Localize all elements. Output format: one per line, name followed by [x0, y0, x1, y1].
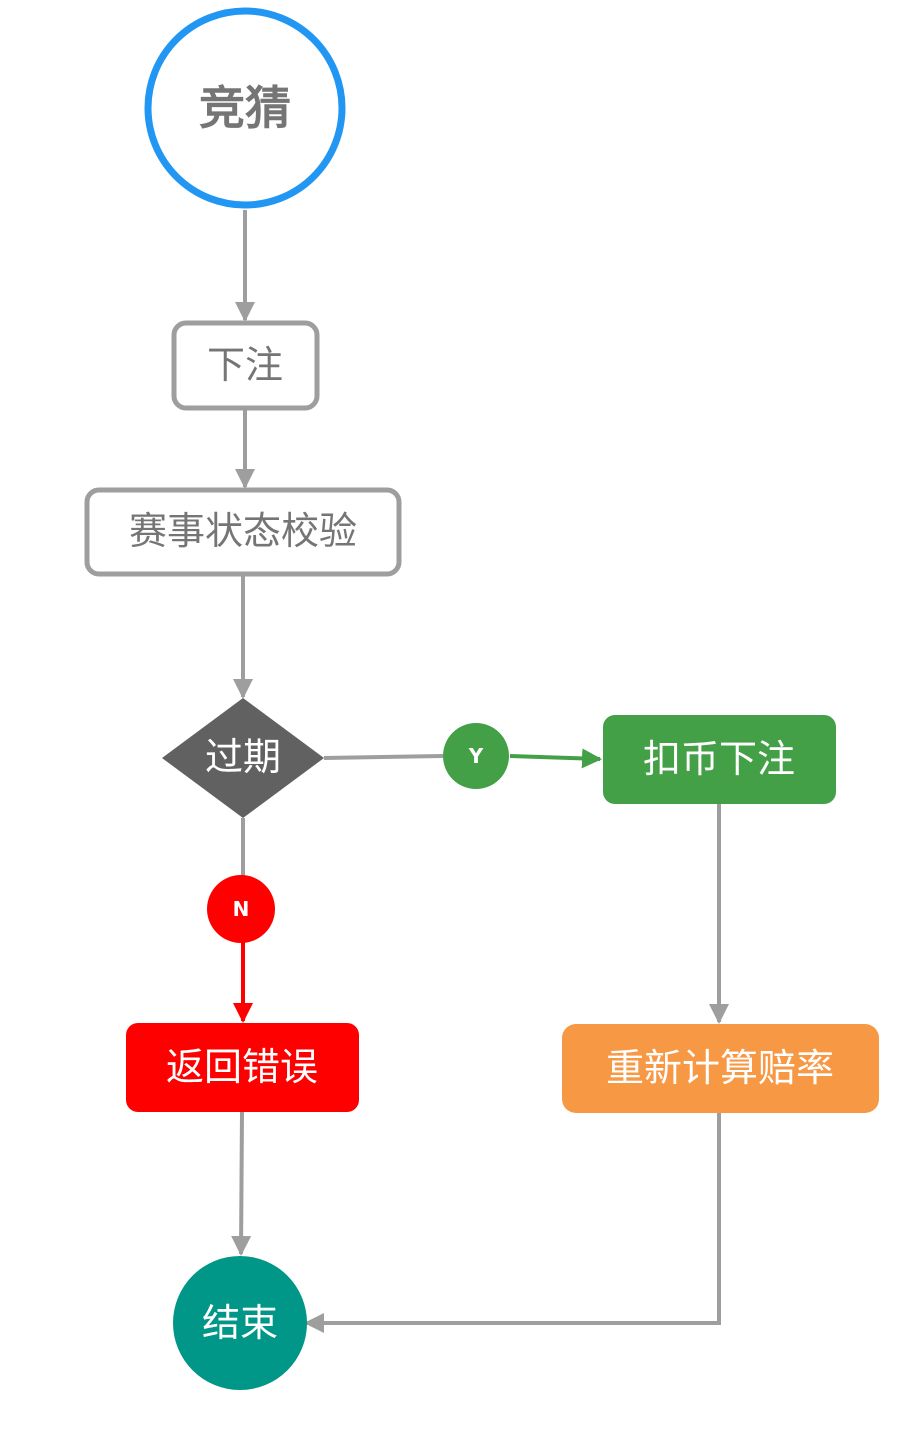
end-node: 结束 [173, 1256, 307, 1390]
expired-decision: 过期 [162, 698, 324, 818]
status-check-node: 赛事状态校验 [84, 487, 402, 577]
deduct-bet-node: 扣币下注 [603, 715, 836, 804]
start-label: 竞猜 [199, 81, 291, 135]
edge-yes-to-deduct [509, 748, 602, 769]
deduct-bet-label: 扣币下注 [643, 737, 795, 781]
yes-badge-label: Y [468, 744, 484, 768]
end-label: 结束 [202, 1301, 278, 1345]
start-node: 竞猜 [144, 7, 346, 209]
recalc-odds-node: 重新计算赔率 [562, 1024, 879, 1113]
edge-expired-to-yes [323, 754, 444, 760]
no-badge: N [207, 875, 275, 943]
recalc-odds-label: 重新计算赔率 [606, 1046, 834, 1090]
bet-label: 下注 [207, 343, 283, 387]
no-badge-label: N [233, 897, 250, 921]
return-error-label: 返回错误 [166, 1045, 318, 1089]
yes-badge: Y [443, 723, 509, 789]
return-error-node: 返回错误 [126, 1023, 359, 1112]
status-check-label: 赛事状态校验 [129, 509, 357, 553]
edge-recalc-to-end [304, 1113, 721, 1333]
edge-error-to-end [231, 1110, 252, 1256]
expired-label: 过期 [205, 735, 281, 779]
bet-node: 下注 [171, 320, 320, 411]
